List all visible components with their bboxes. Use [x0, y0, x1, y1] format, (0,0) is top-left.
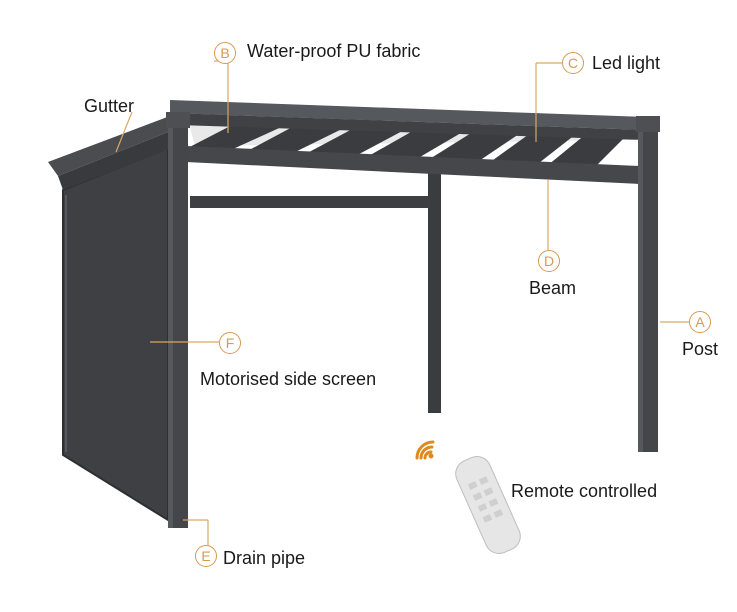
side-screen — [62, 146, 169, 522]
back-post-left — [428, 173, 441, 413]
back-beam — [190, 196, 430, 208]
label-fabric: Water-proof PU fabric — [247, 41, 421, 61]
label-drain: Drain pipe — [223, 548, 306, 568]
badge-e: E — [195, 545, 217, 567]
label-post: Post — [682, 339, 719, 359]
lower-beam — [186, 146, 640, 184]
badge-b: B — [214, 42, 236, 64]
badge-c: C — [562, 52, 584, 74]
label-gutter: Gutter — [84, 96, 135, 116]
front-beam — [170, 100, 645, 130]
badge-a: A — [689, 311, 711, 333]
label-remote: Remote controlled — [511, 481, 658, 501]
badge-d: D — [538, 250, 560, 272]
remote-control — [455, 455, 521, 555]
wifi-icon — [415, 440, 435, 460]
label-led: Led light — [592, 53, 661, 73]
leader-lines — [115, 60, 689, 546]
label-screen: Motorised side screen — [200, 369, 377, 389]
label-beam: Beam — [529, 278, 577, 298]
gutter — [48, 116, 178, 176]
badge-f: F — [219, 332, 241, 354]
